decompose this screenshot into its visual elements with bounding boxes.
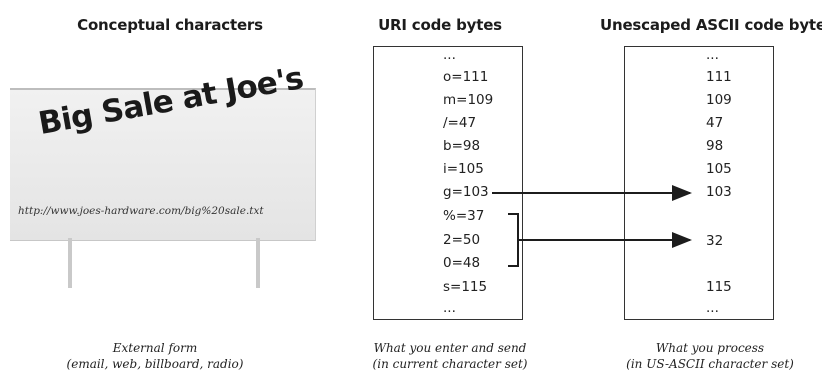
caption-external-line2: (email, web, billboard, radio) [66, 357, 244, 371]
uri-byte: g=103 [443, 184, 489, 200]
ascii-bytes-box [624, 46, 774, 320]
ascii-byte: ... [706, 47, 719, 63]
caption-enter-line2: (in current character set) [372, 357, 528, 371]
uri-byte: o=111 [443, 69, 489, 85]
uri-byte: b=98 [443, 138, 481, 154]
ascii-byte: 111 [706, 69, 732, 85]
billboard-url: http://www.joes-hardware.com/big%20sale.… [18, 205, 264, 217]
ascii-byte: 47 [706, 115, 724, 131]
uri-byte: ... [443, 47, 456, 63]
uri-byte: m=109 [443, 92, 494, 108]
billboard [10, 88, 316, 241]
uri-byte: 2=50 [443, 232, 481, 248]
ascii-byte: 109 [706, 92, 732, 108]
ascii-byte: 98 [706, 138, 724, 154]
caption-external: External form (email, web, billboard, ra… [60, 340, 250, 372]
uri-byte: 0=48 [443, 255, 481, 271]
unescaped-ascii-header: Unescaped ASCII code byte [600, 16, 822, 34]
ascii-byte: 103 [706, 184, 732, 200]
caption-enter-line1: What you enter and send [373, 341, 527, 355]
uri-byte: %=37 [443, 208, 485, 224]
ascii-byte: 105 [706, 161, 732, 177]
uri-byte: s=115 [443, 279, 488, 295]
caption-process-line1: What you process [655, 341, 765, 355]
uri-byte: /=47 [443, 115, 477, 131]
caption-enter: What you enter and send (in current char… [350, 340, 550, 372]
uri-code-bytes-header: URI code bytes [378, 16, 502, 34]
billboard-post-right [256, 238, 260, 288]
conceptual-characters-header: Conceptual characters [77, 16, 263, 34]
uri-bytes-box [373, 46, 523, 320]
caption-process-line2: (in US-ASCII character set) [626, 357, 794, 371]
percent-escape-bracket [508, 213, 519, 267]
caption-external-line1: External form [112, 341, 198, 355]
uri-byte: i=105 [443, 161, 484, 177]
billboard-post-left [68, 238, 72, 288]
caption-process: What you process (in US-ASCII character … [605, 340, 815, 372]
uri-byte: ... [443, 300, 456, 316]
ascii-byte: 115 [706, 279, 732, 295]
ascii-byte: ... [706, 300, 719, 316]
ascii-byte: 32 [706, 233, 724, 249]
